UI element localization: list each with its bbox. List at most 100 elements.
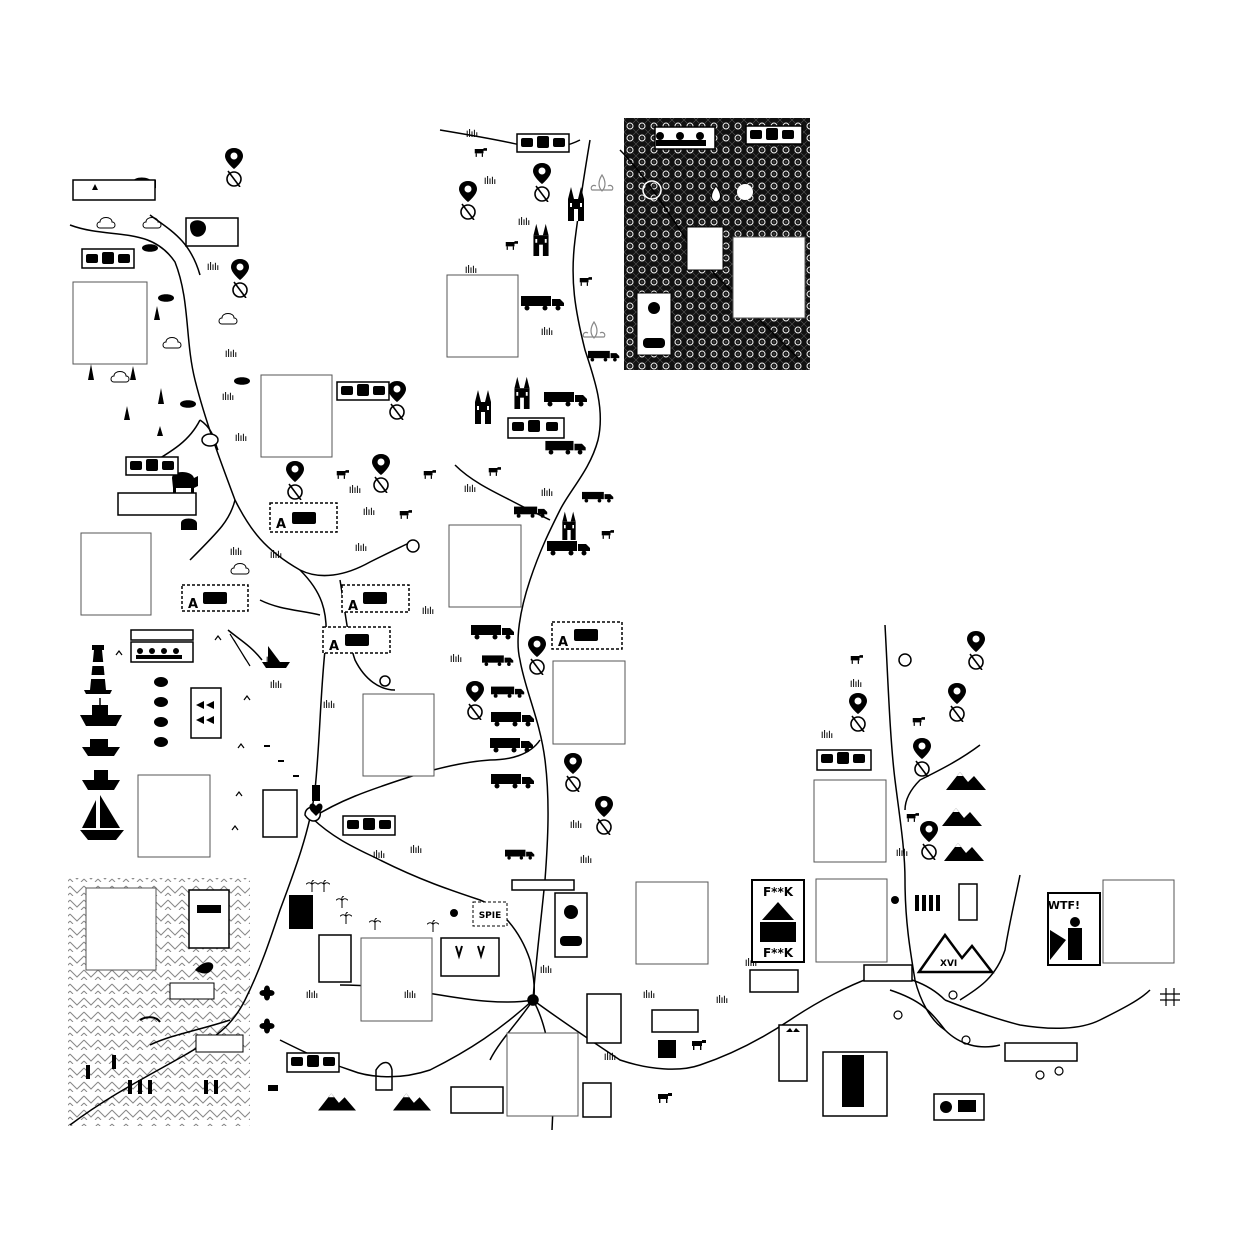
fish-icon [190, 687, 222, 739]
small-marks [264, 745, 299, 777]
bull-icon [692, 1040, 706, 1050]
cow-icon [474, 148, 487, 157]
boat-icon [80, 698, 122, 726]
pig-icon [158, 294, 174, 302]
antenna-labels: A A A A A [188, 517, 568, 654]
poster-title-top: F**K [763, 885, 794, 899]
fleur-de-lis-icon [582, 173, 614, 339]
location-pin-icon [594, 795, 614, 835]
mountain-icon [393, 1093, 431, 1111]
bull-icon [658, 1093, 672, 1103]
location-pin-icon [532, 162, 552, 202]
location-pin-icon [387, 380, 407, 420]
location-pin-icon [285, 460, 305, 500]
spie-badge: SPIE [472, 901, 508, 927]
cathedral-icon [514, 376, 530, 409]
skull-icon [940, 1101, 952, 1113]
antenna-label: A [348, 599, 358, 614]
cow-icon [579, 277, 592, 286]
mountain-icon [944, 843, 984, 861]
lighthouse-icon [84, 645, 112, 694]
truck-icon [582, 491, 614, 503]
ship-icon [262, 646, 290, 668]
location-pin-icon [230, 258, 250, 298]
antenna-label: A [276, 517, 286, 532]
boat-icon [82, 770, 120, 790]
truck-icon [490, 738, 533, 753]
xvi-label: XVI [940, 959, 957, 969]
gamepad-icon [560, 936, 582, 946]
radiation-icon [891, 896, 899, 904]
truck-icon [547, 541, 590, 556]
palm-trees [306, 880, 439, 932]
cow-icon [906, 813, 919, 822]
cathedral-icon [562, 511, 576, 540]
truck-icon [491, 774, 534, 789]
sheep-icon [181, 518, 197, 530]
cow-icon [912, 717, 925, 726]
cow-icon [850, 655, 863, 664]
palm-tree-icon [306, 880, 318, 892]
cow-icon [601, 530, 614, 539]
gamepad-icon [643, 338, 665, 348]
fk-poster: F**K F**K [751, 879, 805, 963]
lion-icon [898, 653, 912, 667]
spie-label: SPIE [479, 911, 502, 921]
box-contents [86, 128, 865, 1067]
poster-title-bottom: F**K [763, 946, 794, 960]
blank-boxes [72, 236, 1175, 1117]
location-pin-icon [458, 180, 478, 220]
cathedrals [475, 187, 584, 540]
birds [115, 635, 251, 831]
west-coast-icons [80, 645, 290, 840]
wtf-poster: WTF! [1047, 892, 1101, 966]
location-pin-icon [527, 635, 547, 675]
posters [262, 789, 985, 1121]
location-pin-icon [224, 147, 244, 187]
cathedral-icon [475, 390, 491, 424]
location-pin-icon [563, 752, 583, 792]
cathedral-icon [568, 187, 584, 221]
football-icon [564, 905, 578, 919]
truck-icon [471, 625, 514, 640]
mountain-icon [946, 772, 986, 790]
wtf-label: WTF! [1048, 899, 1080, 912]
location-pin-icon [947, 682, 967, 722]
location-pin-icon [919, 820, 939, 860]
cow-icon [399, 510, 412, 519]
truck-icon [491, 686, 525, 698]
sun-icon [893, 990, 1064, 1080]
location-pin-icon [848, 692, 868, 732]
truck-icon [545, 440, 586, 455]
truck-icon [514, 506, 548, 518]
location-pin-icon [912, 737, 932, 777]
building-icon [842, 1055, 864, 1107]
truck-icon [588, 350, 620, 362]
truck-icon [544, 392, 587, 407]
mountain-icon [318, 1093, 356, 1111]
rain-clouds [96, 217, 250, 575]
trees [88, 306, 164, 436]
boat-icon [82, 739, 120, 756]
sheep-icon [172, 472, 198, 494]
crown-icon [786, 1028, 800, 1032]
location-pin-icon [465, 680, 485, 720]
cow-icon [505, 241, 518, 250]
truck-icon [482, 655, 514, 666]
dark-region-contents [636, 180, 753, 356]
pig-icon [180, 400, 196, 408]
pig-icon [142, 244, 158, 252]
cathedral-icon [533, 223, 549, 256]
location-pin-icon [371, 453, 391, 493]
cow-icon [488, 467, 501, 476]
tic-tac-toe [1160, 988, 1180, 1006]
truck-icon [505, 849, 535, 860]
bottle-icon [312, 785, 320, 801]
truck-icon [521, 296, 564, 311]
xvi-mountain: XVI [916, 932, 995, 974]
cow-icon [423, 470, 436, 479]
radiation-icon [450, 909, 458, 917]
football-icon [648, 302, 660, 314]
sailboat-icon [80, 795, 124, 840]
